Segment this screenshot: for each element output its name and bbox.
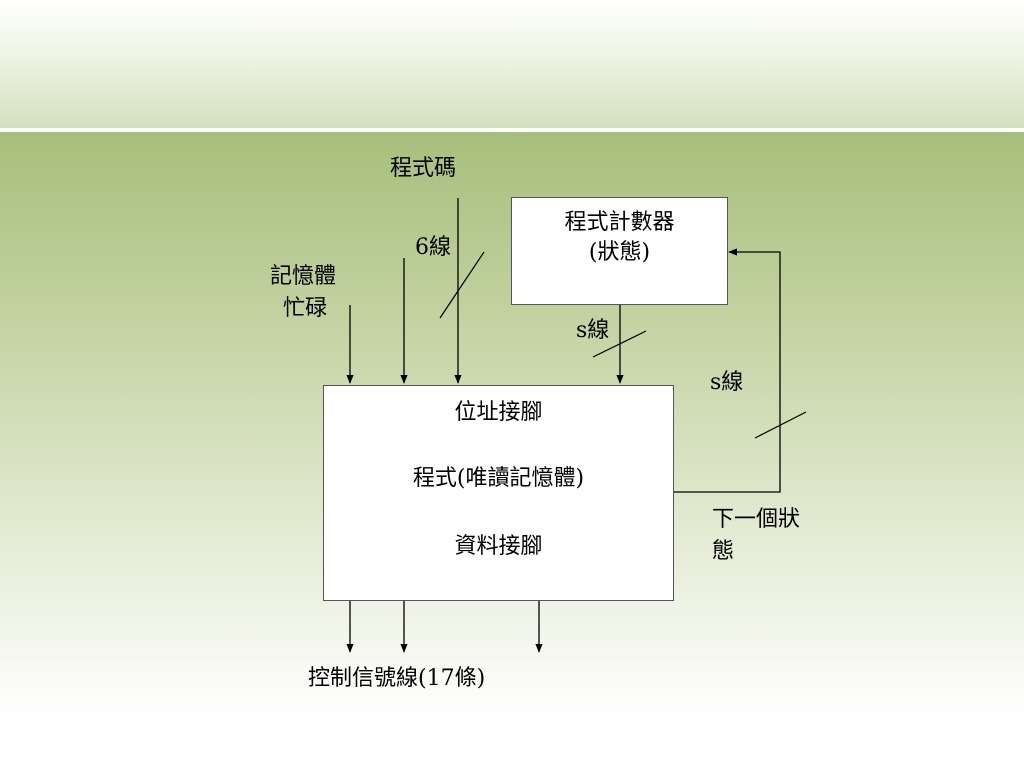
slide-header-band: [0, 0, 1024, 128]
data-pins-label: 資料接腳: [454, 534, 543, 559]
six-line-bus-slash: [439, 251, 485, 319]
control-signals-label: 控制信號線(17條): [308, 666, 486, 691]
memory-busy-label-line1: 記憶體: [270, 264, 337, 289]
memory-busy-label-line2: 忙碌: [283, 296, 328, 321]
next-state-label-line1: 下一個狀: [712, 507, 801, 532]
header-divider: [0, 128, 1024, 132]
address-pins-label: 位址接腳: [454, 400, 543, 425]
program-code-label: 程式碼: [390, 156, 457, 181]
s-lines-feedback-label: s線: [710, 370, 744, 395]
rom-box: 位址接腳 程式(唯讀記憶體) 資料接腳: [323, 385, 674, 601]
next-state-feedback-wire: [673, 248, 781, 493]
program-counter-box: 程式計數器 (狀態): [511, 197, 728, 305]
s-line-bus-slash-feedback: [754, 411, 807, 439]
s-line-bus-slash-counter: [592, 330, 647, 358]
program-counter-state: (狀態): [588, 240, 651, 265]
s-lines-counter-label: s線: [576, 318, 610, 343]
next-state-label-line2: 態: [712, 539, 735, 564]
rom-program-label: 程式(唯讀記憶體): [412, 466, 585, 491]
six-lines-label: 6線: [415, 235, 451, 260]
program-counter-title: 程式計數器: [564, 210, 675, 235]
